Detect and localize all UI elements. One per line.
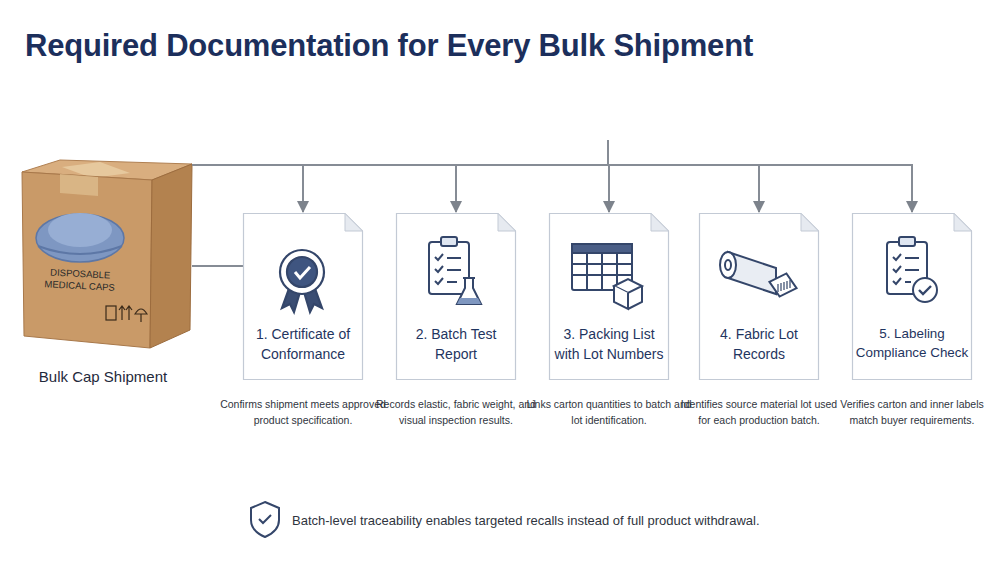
- document-title: 1. Certificate of Conformance: [246, 325, 360, 364]
- document-description: Links carton quantities to batch and lot…: [525, 396, 693, 429]
- folded-corner: [651, 214, 669, 232]
- box-print: DISPOSABLE MEDICAL CAPS: [31, 266, 128, 295]
- document-card: 5. Labeling Compliance CheckVerifies car…: [852, 213, 972, 380]
- folded-corner: [801, 214, 819, 232]
- document-description: Confirms shipment meets approved product…: [219, 396, 387, 429]
- award-icon: [280, 250, 324, 312]
- document-card: 4. Fabric Lot RecordsIdentifies source m…: [699, 213, 819, 380]
- document-title: 3. Packing List with Lot Numbers: [552, 325, 666, 364]
- connector-arrow: [192, 165, 912, 212]
- connector-arrow: [192, 165, 609, 212]
- document-card: 2. Batch Test ReportRecords elastic, fab…: [396, 213, 516, 380]
- connector-line: [192, 265, 243, 267]
- connector-arrow: [192, 165, 303, 212]
- document-border: [550, 214, 669, 380]
- connector-arrow: [192, 165, 759, 212]
- test-report-icon: [429, 237, 481, 304]
- document-description: Records elastic, fabric weight, and visu…: [372, 396, 540, 429]
- document-card: 1. Certificate of ConformanceConfirms sh…: [243, 213, 363, 380]
- document-title: 4. Fabric Lot Records: [702, 325, 816, 364]
- folded-corner: [345, 214, 363, 232]
- box-illustration: [22, 160, 192, 348]
- document-description: Identifies source material lot used for …: [675, 396, 843, 429]
- document-title: 2. Batch Test Report: [399, 325, 513, 364]
- compliance-icon: [887, 237, 937, 302]
- document-card: 3. Packing List with Lot NumbersLinks ca…: [549, 213, 669, 380]
- connector-arrow: [192, 165, 456, 212]
- document-border: [244, 214, 363, 380]
- document-border: [853, 214, 972, 380]
- caption-note: Batch-level traceability enables targete…: [292, 513, 760, 528]
- folded-corner: [498, 214, 516, 232]
- fabric-roll-icon: [720, 252, 797, 298]
- document-border: [700, 214, 819, 380]
- bus-stub: [607, 140, 609, 165]
- document-description: Verifies carton and inner labels match b…: [828, 396, 996, 429]
- shipment-box: DISPOSABLE MEDICAL CAPSBulk Cap Shipment: [20, 160, 192, 350]
- folded-corner: [954, 214, 972, 232]
- shield-icon: [251, 502, 279, 537]
- document-title: 5. Labeling Compliance Check: [855, 325, 969, 363]
- packing-list-icon: [572, 244, 642, 309]
- diagram-title: Required Documentation for Every Bulk Sh…: [25, 28, 753, 64]
- box-label: Bulk Cap Shipment: [8, 368, 198, 385]
- document-border: [397, 214, 516, 380]
